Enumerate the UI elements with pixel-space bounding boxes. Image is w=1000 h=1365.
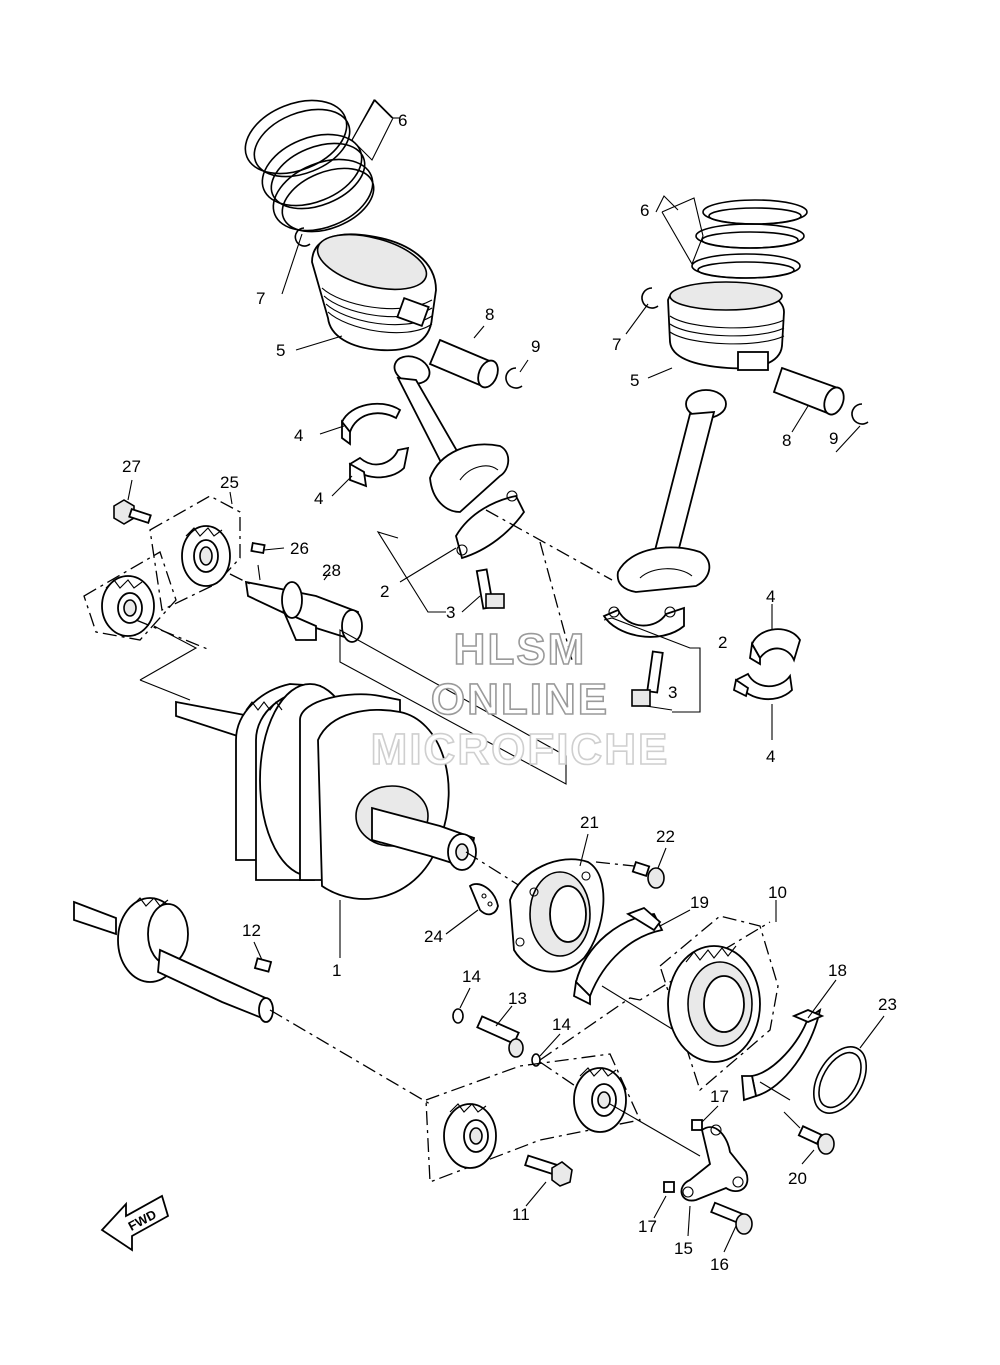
- fwd-arrow-icon: FWD: [100, 1194, 170, 1252]
- callout-27: 27: [122, 457, 141, 476]
- callout-14: 14: [552, 1015, 571, 1034]
- connecting-rod-left: [393, 355, 510, 513]
- watermark-line1: HLSM: [454, 625, 587, 674]
- callout-18: 18: [828, 961, 847, 980]
- gear-25: [181, 525, 231, 587]
- collar-17b: [663, 1181, 675, 1193]
- callout-5: 5: [276, 341, 285, 360]
- bracket-15: [680, 1124, 749, 1202]
- bolt-left-3: [475, 568, 505, 610]
- callout-22: 22: [656, 827, 675, 846]
- bearing-right-upper: [749, 628, 801, 666]
- callout-4: 4: [294, 426, 303, 445]
- key-26: [250, 541, 266, 555]
- callout-2: 2: [380, 582, 389, 601]
- callout-12: 12: [242, 921, 261, 940]
- balancer-shaft: [73, 897, 274, 1023]
- callout-7: 7: [256, 289, 265, 308]
- callout-28: 28: [322, 561, 341, 580]
- callout-23: 23: [878, 995, 897, 1014]
- plate-21: [509, 858, 605, 973]
- callout-11: 11: [512, 1205, 530, 1224]
- connecting-rod-right: [616, 389, 727, 593]
- bearing-19: [573, 906, 664, 1006]
- callout-2: 2: [718, 633, 727, 652]
- crankshaft-1: [175, 683, 477, 900]
- bolt-20: [797, 1125, 835, 1155]
- gear-10: [667, 945, 761, 1063]
- leader-lines: [127, 99, 885, 1253]
- callout-9: 9: [531, 337, 540, 356]
- seal-23: [812, 1046, 868, 1114]
- gear-balancer-left: [101, 575, 155, 637]
- callout-21: 21: [580, 813, 599, 832]
- callout-20: 20: [788, 1169, 807, 1188]
- callout-10: 10: [768, 883, 787, 902]
- callout-8: 8: [782, 431, 791, 450]
- callout-17: 17: [638, 1217, 657, 1236]
- callout-1: 1: [332, 961, 341, 980]
- callout-8: 8: [485, 305, 494, 324]
- callout-3: 3: [668, 683, 677, 702]
- oring-14a: [452, 1008, 464, 1024]
- stud-13: [476, 1015, 524, 1058]
- key-12: [253, 957, 273, 973]
- bearing-left-upper: [340, 402, 402, 446]
- bolt-16: [710, 1201, 753, 1235]
- callout-15: 15: [674, 1239, 693, 1258]
- callout-7: 7: [612, 335, 621, 354]
- bolt-11: [524, 1154, 573, 1187]
- callout-9: 9: [829, 429, 838, 448]
- bolt-right-3: [631, 650, 664, 707]
- callout-6: 6: [640, 201, 649, 220]
- watermark-line3: MICROFICHE: [371, 725, 670, 774]
- callout-4: 4: [314, 489, 323, 508]
- circlip-right-9: [851, 403, 869, 425]
- callout-3: 3: [446, 603, 455, 622]
- callout-14: 14: [462, 967, 481, 986]
- circlip-right-7: [641, 287, 659, 309]
- callout-4: 4: [766, 747, 775, 766]
- rod-cap-right: [602, 606, 685, 638]
- shaft-28: [244, 580, 363, 643]
- callout-13: 13: [508, 989, 527, 1008]
- callout-5: 5: [630, 371, 639, 390]
- bearing-right-lower: [732, 672, 793, 700]
- bolt-22: [631, 860, 665, 889]
- oring-14b: [531, 1053, 541, 1067]
- circlip-left-7: [294, 227, 311, 247]
- callout-19: 19: [690, 893, 709, 912]
- bolt-27: [113, 499, 152, 525]
- callout-24: 24: [424, 927, 443, 946]
- bearing-18: [741, 1008, 825, 1102]
- callout-4: 4: [766, 587, 775, 606]
- callout-6: 6: [398, 111, 407, 130]
- piston-right: [667, 281, 785, 371]
- watermark-line2: ONLINE: [431, 675, 609, 724]
- piston-rings-right: [691, 199, 808, 279]
- bearing-left-lower: [348, 446, 410, 488]
- piston-pin-right: [772, 366, 845, 416]
- callout-17: 17: [710, 1087, 729, 1106]
- gear-lower-left: [443, 1103, 497, 1169]
- piston-left: [311, 233, 437, 352]
- piston-rings-left: [244, 99, 375, 233]
- piston-pin-left: [428, 338, 499, 389]
- clip-24: [468, 883, 499, 916]
- collar-17a: [691, 1119, 703, 1131]
- circlip-left-9: [505, 367, 523, 389]
- gear-lower-right: [573, 1067, 627, 1133]
- rod-cap-left: [455, 490, 526, 560]
- callout-25: 25: [220, 473, 239, 492]
- callout-26: 26: [290, 539, 309, 558]
- callout-16: 16: [710, 1255, 729, 1274]
